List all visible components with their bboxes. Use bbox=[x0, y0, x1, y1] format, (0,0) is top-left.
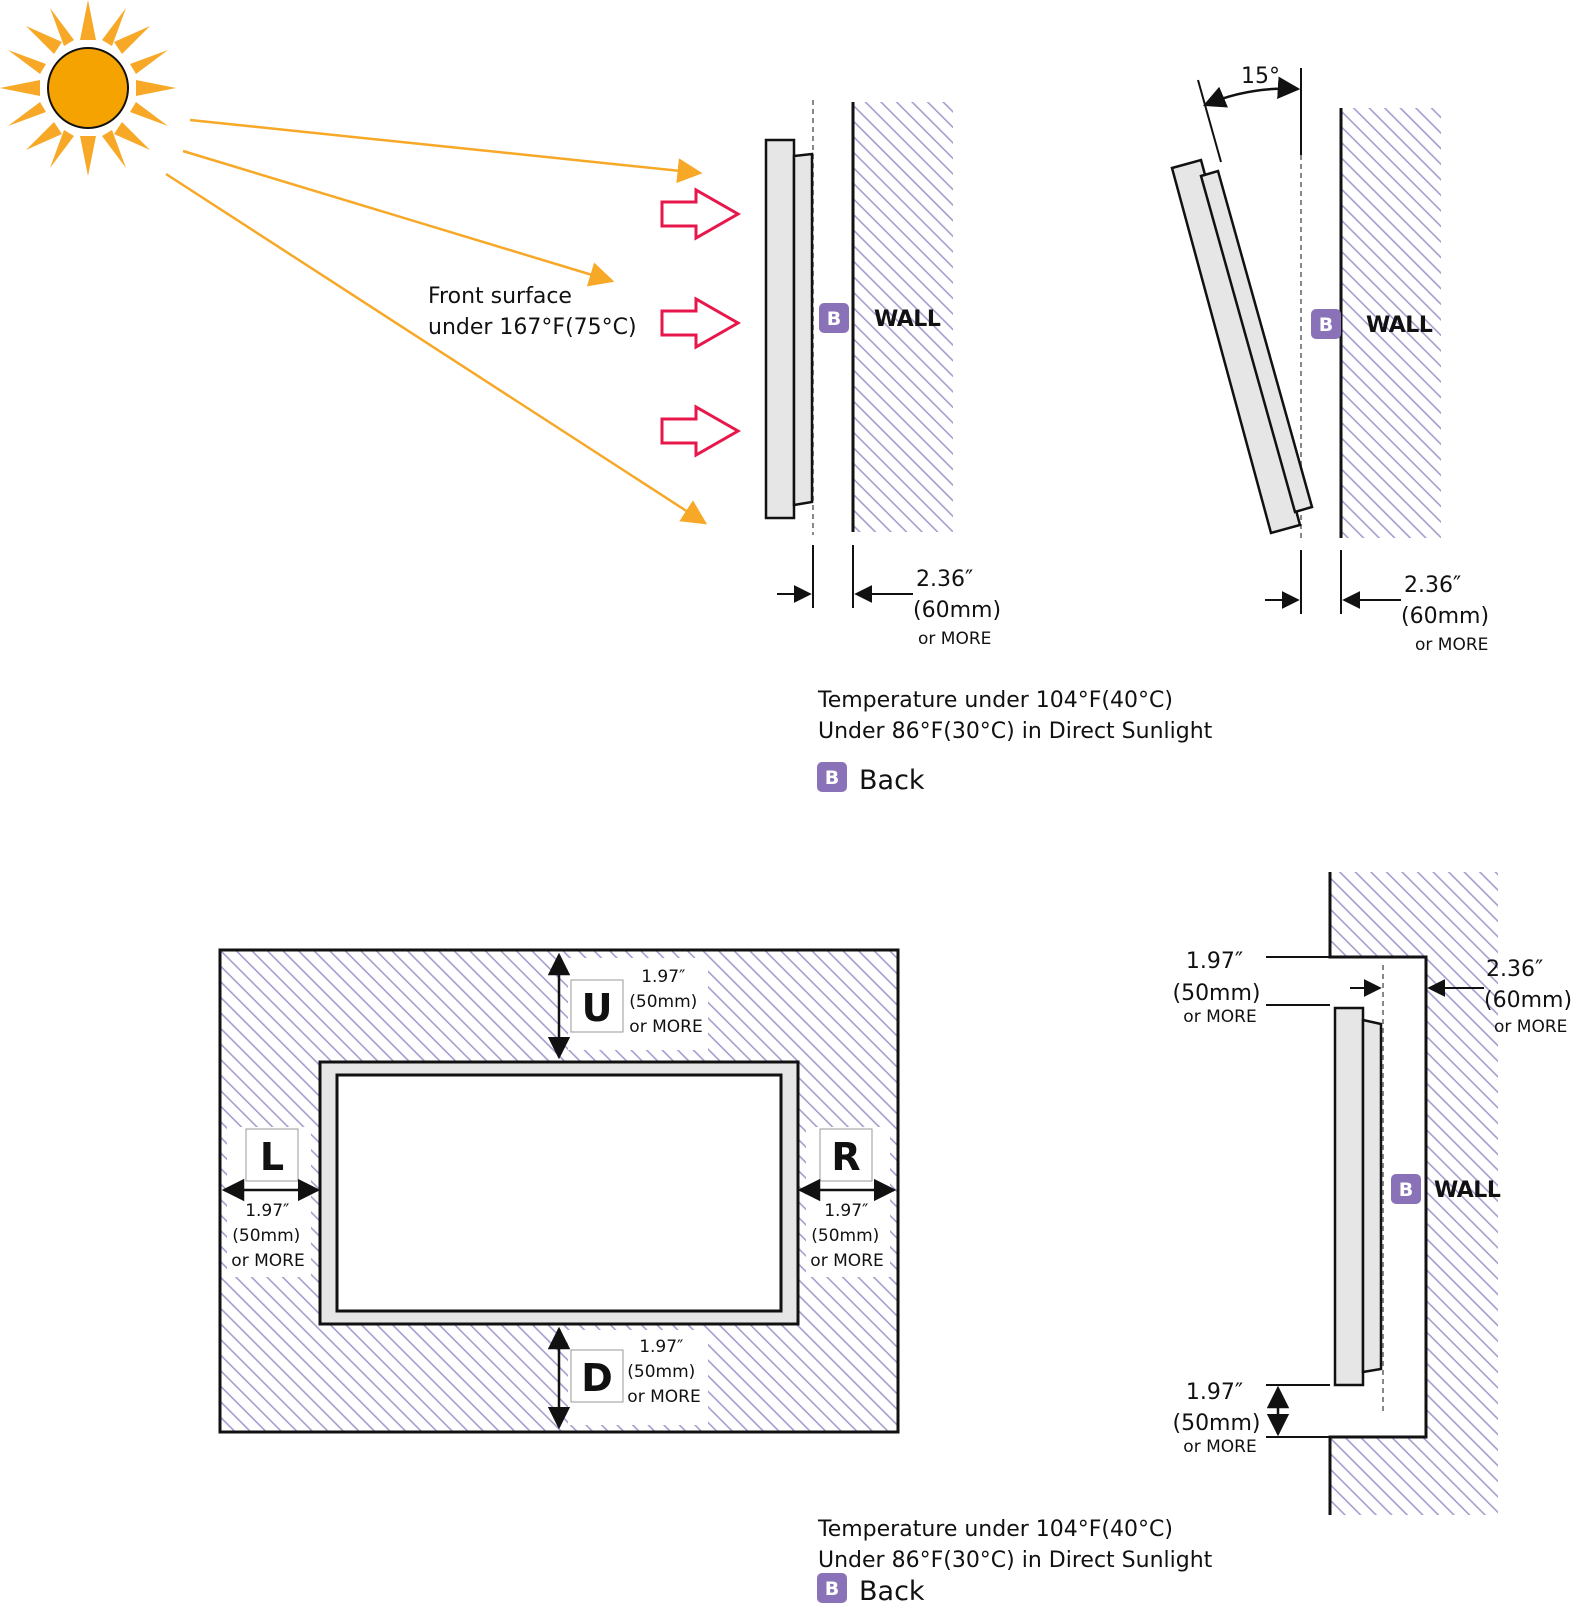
top-clearance-label: 1.97″ (50mm) or MORE bbox=[1172, 949, 1267, 1027]
back-badge-icon bbox=[819, 303, 849, 333]
left-clearance-label: 1.97″ (50mm) or MORE bbox=[231, 1201, 305, 1271]
svg-text:B: B bbox=[825, 1578, 839, 1600]
wall-label: WALL bbox=[1366, 313, 1433, 338]
heat-arrow-icons bbox=[660, 187, 742, 458]
display-back bbox=[1199, 169, 1314, 514]
front-surface-label: Front surface under 167°F(75°C) bbox=[428, 284, 637, 340]
back-legend-label: Back bbox=[859, 1576, 925, 1607]
right-letter-box bbox=[819, 1128, 873, 1182]
right-clearance-label: 1.97″ (50mm) or MORE bbox=[810, 1201, 884, 1271]
tilted-mount-view: 15° B WALL 2.36″ (60mm) or MORE bbox=[1170, 64, 1496, 655]
front-surface-line2: under 167°F(75°C) bbox=[428, 315, 637, 340]
back-badge-icon bbox=[1391, 1174, 1421, 1204]
display-front bbox=[1170, 158, 1302, 535]
up-letter: U bbox=[582, 986, 613, 1030]
heat-arrow-icon bbox=[660, 404, 742, 458]
back-badge-icon bbox=[817, 1573, 847, 1603]
clearance-label: 2.36″ (60mm) or MORE bbox=[913, 567, 1008, 649]
sun-ray bbox=[182, 149, 615, 287]
angle-label: 15° bbox=[1241, 64, 1280, 89]
back-badge-icon bbox=[817, 762, 847, 792]
heat-arrow-icon bbox=[660, 296, 742, 350]
back-legend: B Back bbox=[817, 1573, 925, 1607]
back-badge-letter: B bbox=[1319, 314, 1333, 336]
clearance-label: 2.36″ (60mm) or MORE bbox=[1401, 573, 1496, 655]
recess-wall-line bbox=[1328, 872, 1428, 1515]
recess-wall-hatch bbox=[1330, 872, 1498, 1515]
wall-label: WALL bbox=[874, 307, 941, 332]
heat-arrow-icon bbox=[660, 187, 742, 241]
wall-label: WALL bbox=[1434, 1178, 1501, 1203]
back-badge-letter: B bbox=[1399, 1179, 1413, 1201]
down-letter-box bbox=[570, 1349, 624, 1403]
vertical-mount-view: B WALL 2.36″ (60mm) or MORE bbox=[764, 100, 1008, 649]
sun-ray bbox=[189, 118, 703, 184]
svg-text:B: B bbox=[825, 767, 839, 789]
back-clearance-label: 2.36″ (60mm) or MORE bbox=[1484, 957, 1574, 1037]
temperature-note: Temperature under 104°F(40°C) Under 86°F… bbox=[817, 1517, 1213, 1573]
front-surface-line1: Front surface bbox=[428, 284, 572, 309]
back-legend: B Back bbox=[817, 762, 925, 796]
display-front bbox=[764, 138, 796, 520]
bottom-clearance-label: 1.97″ (50mm) or MORE bbox=[1172, 1380, 1267, 1457]
down-clearance-label: 1.97″ (50mm) or MORE bbox=[627, 1337, 700, 1407]
up-letter-box bbox=[570, 979, 624, 1033]
back-badge-letter: B bbox=[827, 308, 841, 330]
sun-rays bbox=[165, 118, 708, 525]
display-screen bbox=[335, 1073, 783, 1313]
sun-ray bbox=[165, 172, 708, 525]
display-front bbox=[1333, 1006, 1365, 1387]
back-legend-label: Back bbox=[859, 765, 925, 796]
angle-arc bbox=[1202, 76, 1301, 108]
display-back bbox=[792, 152, 814, 507]
left-letter-box bbox=[245, 1128, 299, 1182]
left-letter: L bbox=[260, 1135, 284, 1179]
wall-hatch bbox=[1341, 108, 1441, 538]
display-back bbox=[1361, 1018, 1383, 1374]
up-clearance-label: 1.97″ (50mm) or MORE bbox=[629, 967, 702, 1037]
front-clearance-view: U 1.97″ (50mm) or MORE D 1.97″ (50mm) or… bbox=[218, 948, 900, 1434]
down-letter: D bbox=[581, 1356, 613, 1400]
right-letter: R bbox=[831, 1135, 860, 1179]
temperature-note: Temperature under 104°F(40°C) Under 86°F… bbox=[817, 688, 1213, 744]
recessed-side-view: B WALL 1.97″ (50mm) or MORE 2.36″ (60mm)… bbox=[1172, 872, 1574, 1515]
sun-icon bbox=[0, 0, 176, 176]
wall-hatch bbox=[853, 102, 953, 532]
back-badge-icon bbox=[1311, 309, 1341, 339]
